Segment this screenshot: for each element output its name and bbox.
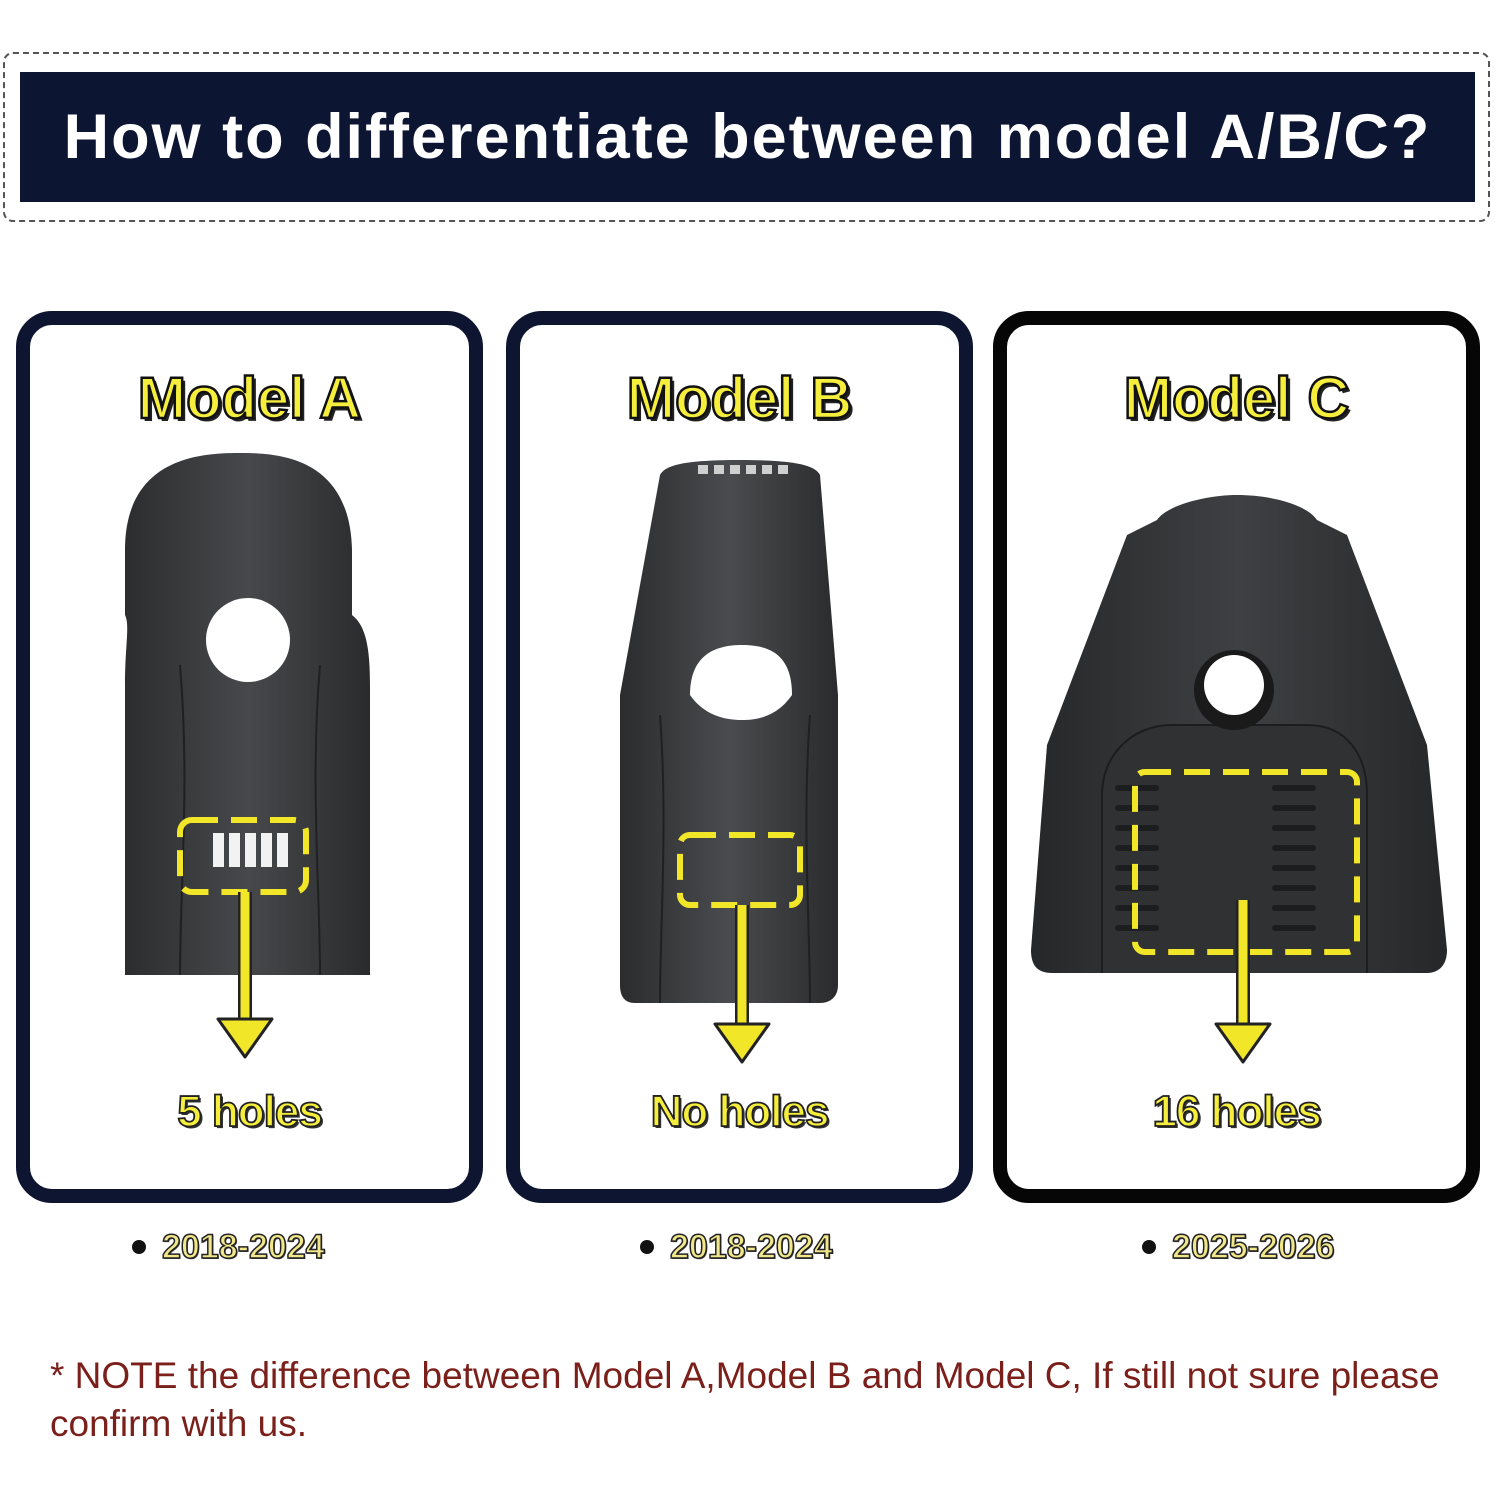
model-c-device-image (1031, 495, 1447, 1064)
model-a-device-image (125, 453, 370, 1059)
model-c-years: 2025-2026 (1142, 1222, 1335, 1272)
bullet-icon (640, 1240, 654, 1254)
model-b-holes-label: No holes (650, 1086, 831, 1137)
bullet-icon (1142, 1240, 1156, 1254)
model-a-card: Model A 5 holes (16, 311, 483, 1203)
model-b-device-image (620, 460, 838, 1064)
arrow-down-icon (1214, 900, 1272, 1064)
page-title: How to differentiate between model A/B/C… (63, 102, 1432, 172)
arrow-down-icon (216, 892, 274, 1059)
bullet-icon (132, 1240, 146, 1254)
model-b-title: Model B (625, 365, 853, 433)
model-c-holes-label: 16 holes (1152, 1086, 1323, 1137)
model-b-years: 2018-2024 (640, 1222, 833, 1272)
model-c-title: Model C (1122, 365, 1350, 433)
model-b-card: Model B No holes (506, 311, 973, 1203)
arrow-down-icon (713, 905, 771, 1064)
model-a-holes-label: 5 holes (176, 1086, 323, 1137)
model-a-title: Model A (137, 365, 363, 433)
header-banner: How to differentiate between model A/B/C… (20, 72, 1475, 202)
model-c-years-text: 2025-2026 (1171, 1227, 1335, 1267)
model-a-years: 2018-2024 (132, 1222, 325, 1272)
header-frame (3, 52, 1490, 222)
model-c-card: Model C (993, 311, 1480, 1203)
note-text: * NOTE the difference between Model A,Mo… (50, 1355, 1440, 1444)
model-b-years-text: 2018-2024 (669, 1227, 833, 1267)
model-a-years-text: 2018-2024 (161, 1227, 325, 1267)
